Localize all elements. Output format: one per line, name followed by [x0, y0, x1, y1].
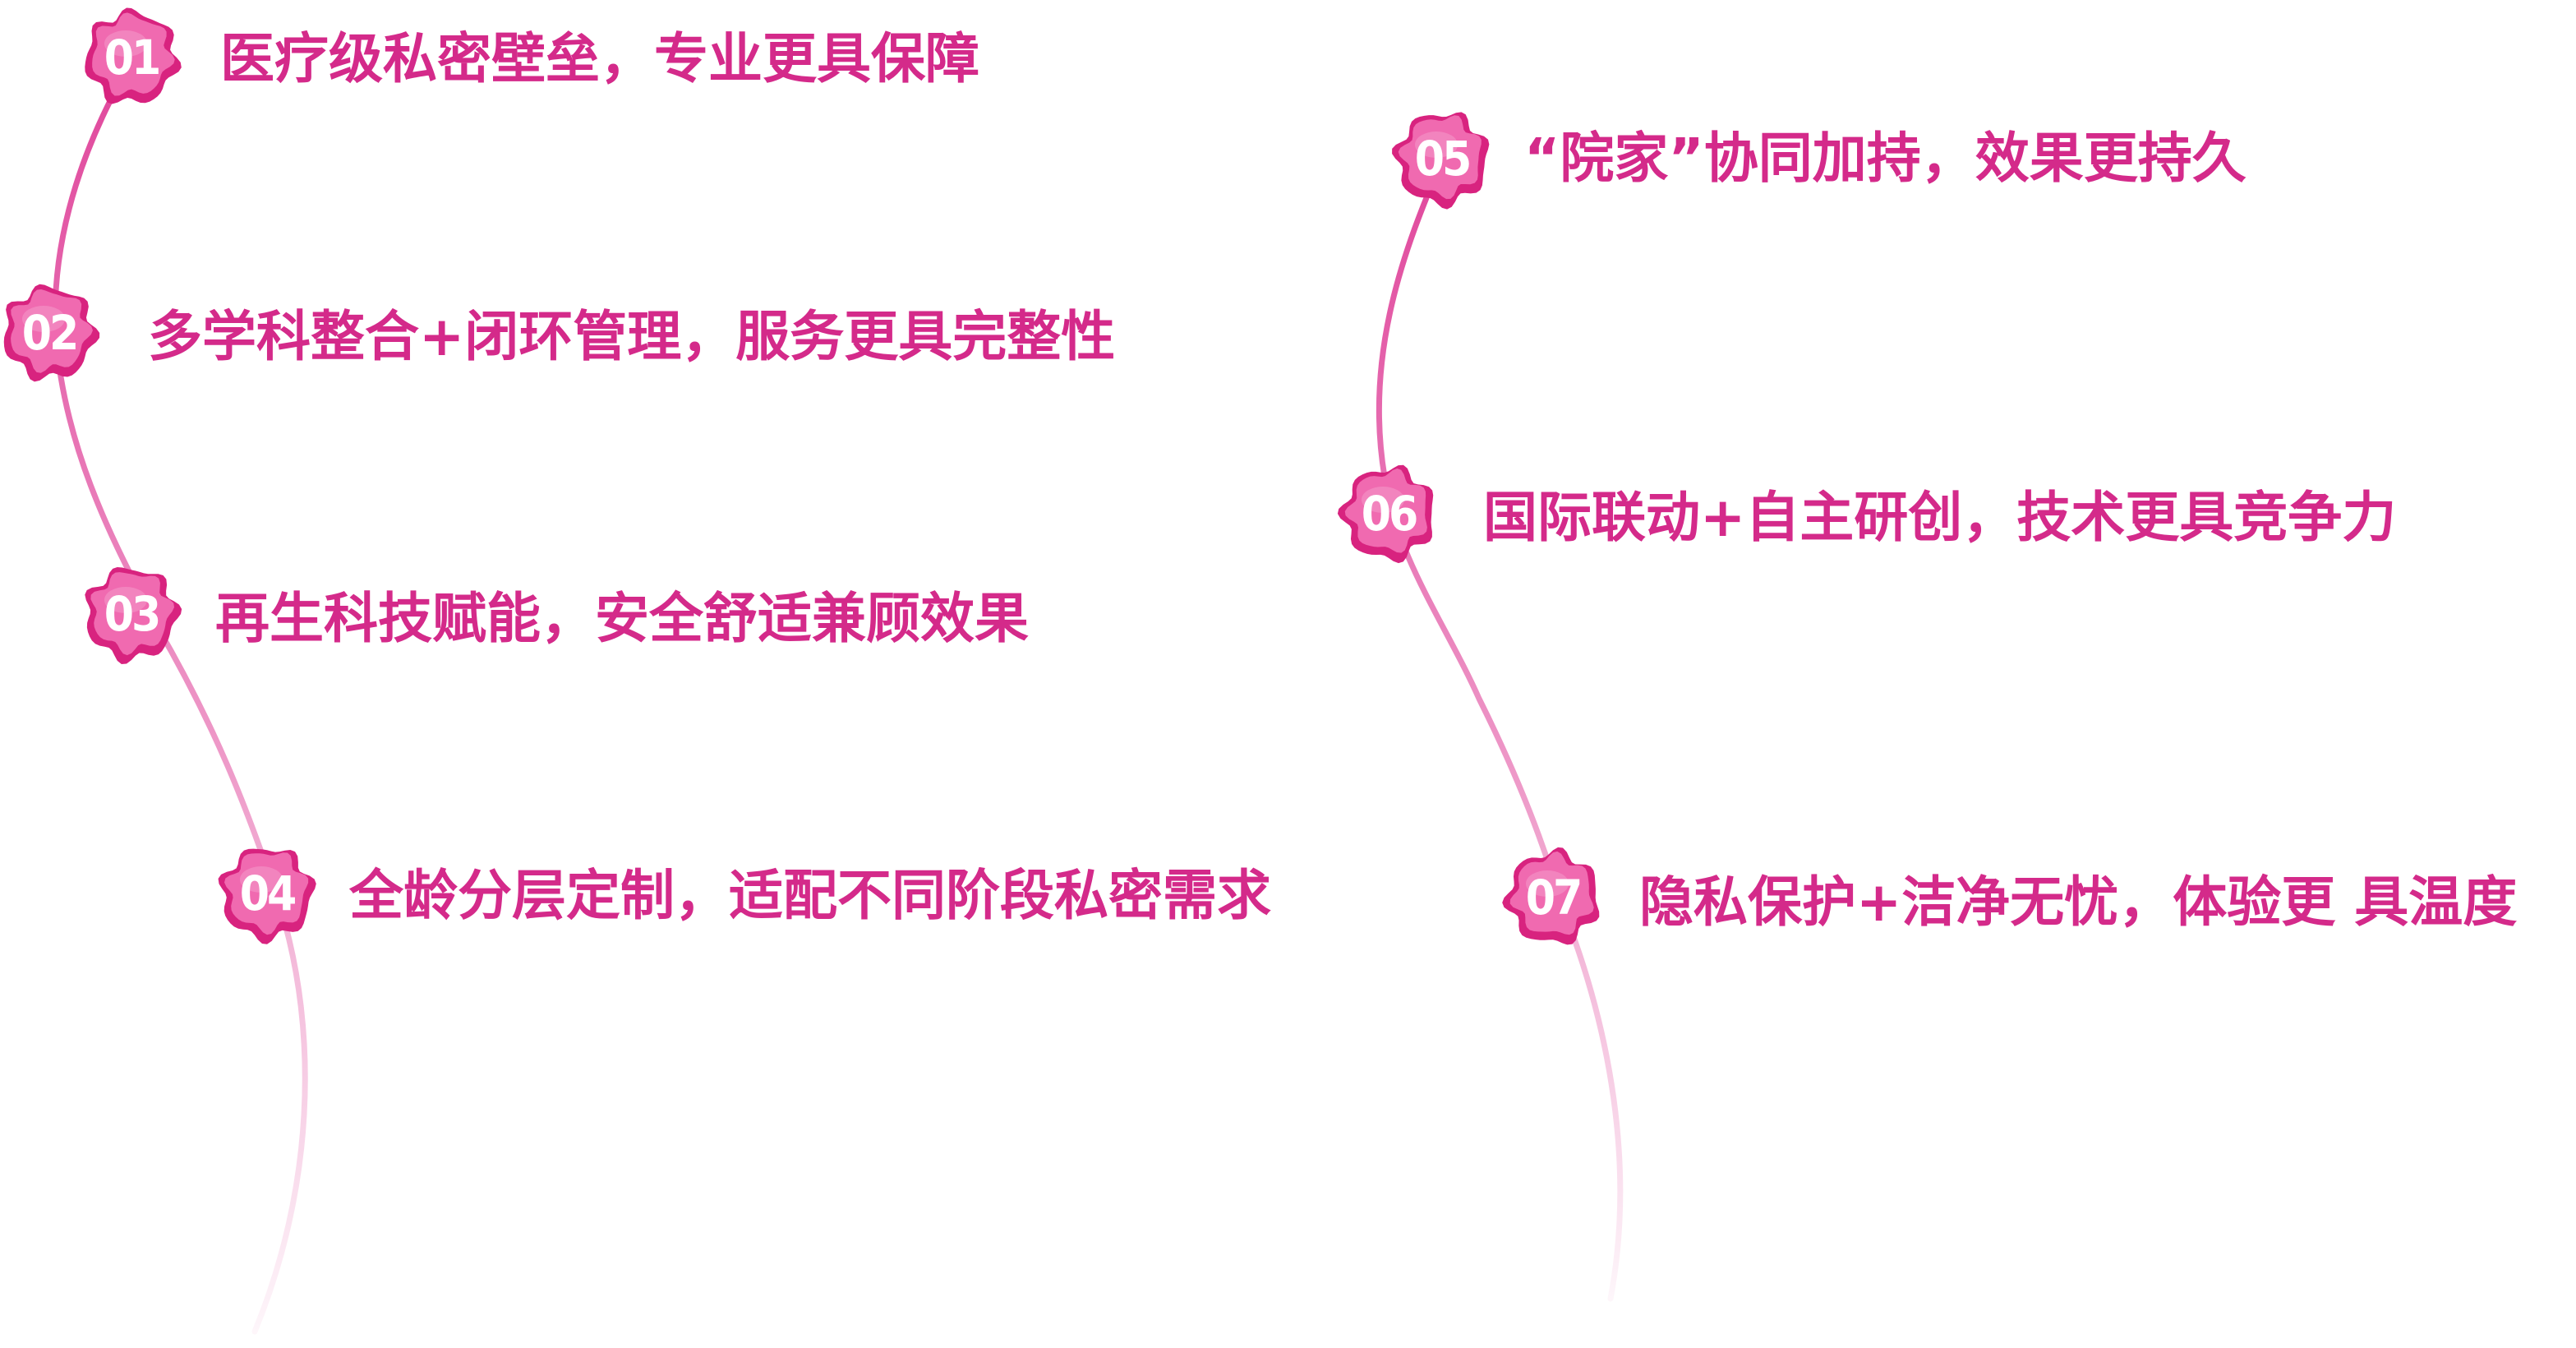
feature-label-03: 再生科技赋能，安全舒适兼顾效果 [215, 587, 1029, 650]
badge-number: 02 [21, 305, 80, 361]
badge-number: 05 [1414, 131, 1472, 187]
number-badge-03: 03 [78, 561, 185, 667]
badge-number: 07 [1525, 870, 1583, 926]
number-badge-06: 06 [1335, 460, 1442, 567]
flower-badge-icon [85, 7, 182, 104]
flower-badge-icon [3, 284, 100, 382]
number-badge-05: 05 [1389, 105, 1495, 212]
feature-label-06: 国际联动+自主研创，技术更具竞争力 [1483, 486, 2397, 549]
left-connector-curve [52, 58, 308, 1335]
feature-label-05: “院家”协同加持，效果更持久 [1524, 127, 2247, 190]
flower-badge-icon [85, 566, 182, 664]
flower-badge-icon [218, 848, 316, 944]
flower-badge-icon [1337, 464, 1434, 564]
flower-badge-icon [1392, 112, 1490, 210]
number-badge-01: 01 [78, 4, 185, 111]
number-badge-04: 04 [214, 840, 320, 947]
badge-number: 01 [104, 30, 162, 85]
number-badge-02: 02 [0, 279, 103, 386]
feature-label-01: 医疗级私密壁垒，专业更具保障 [220, 27, 979, 90]
badge-number: 03 [104, 586, 162, 642]
number-badge-07: 07 [1500, 844, 1606, 951]
feature-label-02: 多学科整合+闭环管理，服务更具完整性 [148, 305, 1116, 368]
flower-badge-icon [1502, 847, 1600, 945]
badge-number: 04 [239, 866, 297, 921]
badge-number: 06 [1361, 486, 1419, 542]
right-connector-curve [1376, 157, 1624, 1302]
feature-label-07: 隐私保护+洁净无忧，体验更 具温度 [1639, 870, 2518, 934]
feature-label-04: 全龄分层定制，适配不同阶段私密需求 [349, 864, 1271, 927]
